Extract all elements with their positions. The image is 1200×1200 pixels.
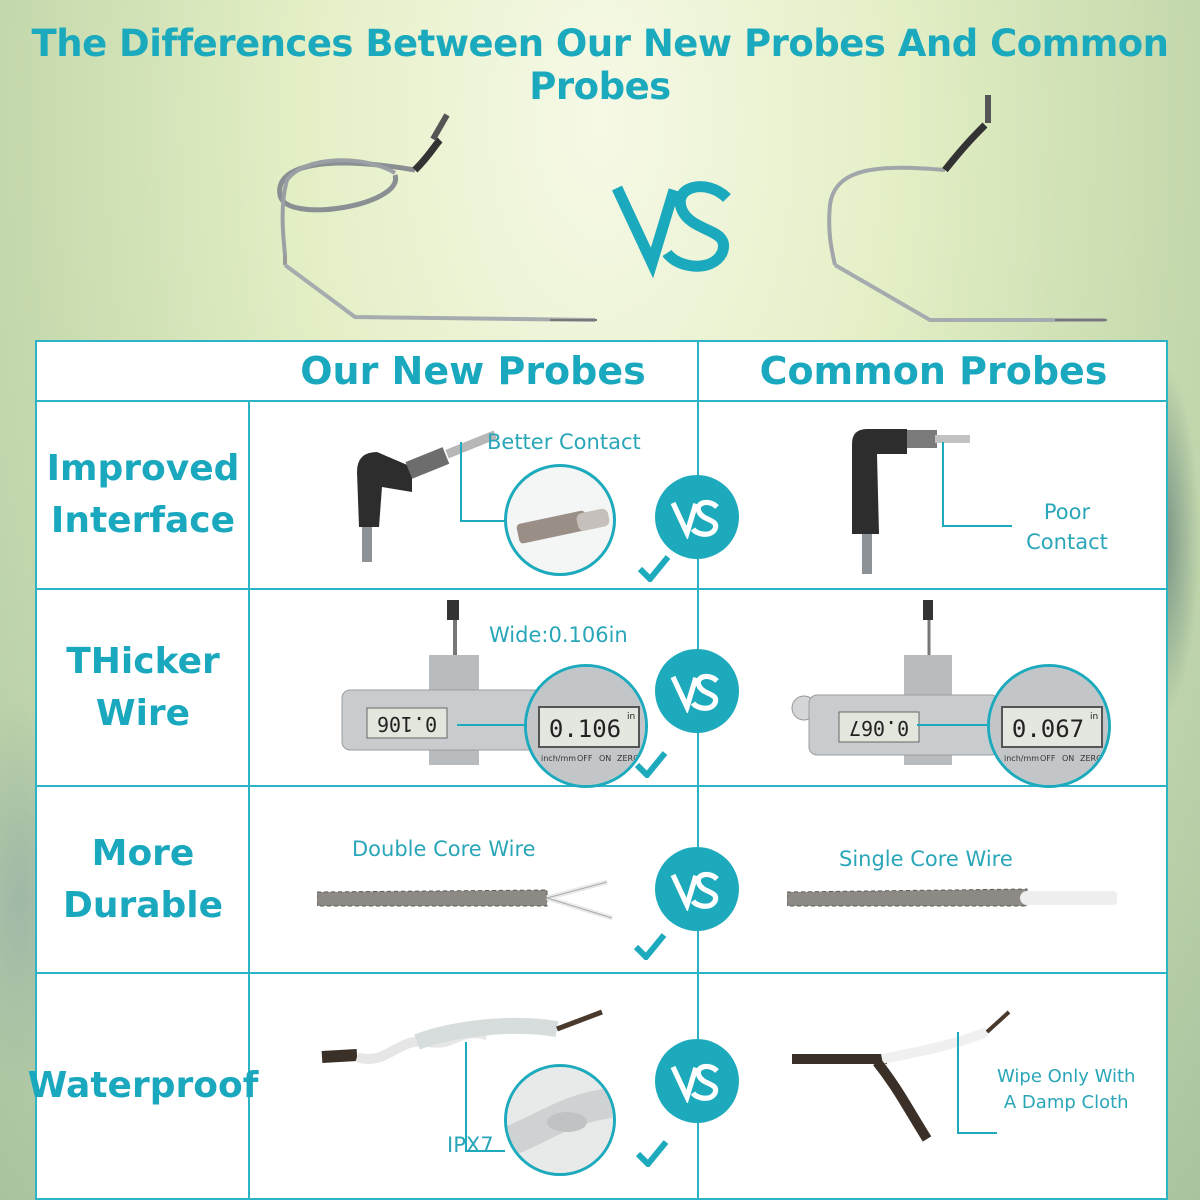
caption-wide: Wide:0.106in [489, 623, 628, 647]
common-reading-unit: in [1090, 712, 1098, 722]
caliper-button-label: OFF [577, 754, 593, 763]
caliper-display: 0.067 in inch/mm OFF ON ZERO [990, 667, 1108, 785]
leader-line [957, 1132, 997, 1134]
new-small-display: 0.106 [377, 712, 437, 736]
caption-poor-contact: Poor Contact [1026, 500, 1108, 554]
vs-icon [612, 181, 731, 278]
jack-tip-image [516, 508, 610, 544]
caption-better-contact: Better Contact [487, 430, 641, 454]
zoom-circle [504, 464, 616, 576]
zoom-circle: 0.106 in inch/mm OFF ON ZERO [524, 664, 648, 788]
caption-ipx7: IPX7 [447, 1133, 494, 1157]
leader-line [460, 520, 505, 522]
divider [37, 588, 1168, 590]
caption-double-core: Double Core Wire [352, 837, 536, 861]
divider [37, 972, 1168, 974]
leader-line [942, 525, 1012, 527]
caliper-button-label: inch/mm [1004, 754, 1039, 763]
sealed-probe-wire-image [321, 1009, 603, 1064]
leader-line [942, 442, 944, 525]
caliper-button-label: inch/mm [541, 754, 576, 763]
check-icon [635, 1140, 669, 1167]
new-reading: 0.106 [549, 715, 621, 743]
caption-wipe-damp-cloth: Wipe Only With A Damp Cloth [997, 1066, 1136, 1113]
new-reading-unit: in [627, 712, 635, 722]
vs-badge-icon [655, 1039, 739, 1123]
common-probe-jack-image [852, 429, 970, 574]
caliper-button-label: ON [1062, 754, 1074, 763]
caliper-display: 0.106 in inch/mm OFF ON ZERO [527, 667, 645, 785]
column-header-new: Our New Probes [300, 349, 646, 393]
single-core-wire-image [787, 888, 1117, 907]
vs-badge-icon [655, 475, 739, 559]
row-label-waterproof: Waterproof [27, 1065, 259, 1106]
divider [697, 342, 699, 1198]
zoom-circle: 0.067 in inch/mm OFF ON ZERO [987, 664, 1111, 788]
check-icon [633, 933, 667, 960]
new-probe-image [277, 113, 597, 322]
leader-line [457, 724, 525, 726]
leader-line [465, 1150, 505, 1152]
common-caliper-image: 0.067 [791, 600, 999, 765]
check-icon [634, 751, 668, 778]
sealed-joint-image [507, 1067, 613, 1173]
caption-single-core: Single Core Wire [839, 847, 1013, 871]
caliper-button-label: ZERO [1080, 754, 1102, 763]
caliper-button-label: ON [599, 754, 611, 763]
vs-badge-icon [655, 649, 739, 733]
leader-line [917, 724, 987, 726]
double-core-wire-image [317, 879, 613, 921]
page-title: The Differences Between Our New Probes A… [31, 22, 1169, 108]
vs-badge-icon [655, 847, 739, 931]
leader-line [957, 1032, 959, 1132]
new-probe-jack-image [357, 430, 497, 562]
leader-line [465, 1042, 467, 1150]
zoom-circle [504, 1064, 616, 1176]
caliper-button-label: ZERO [617, 754, 639, 763]
common-probe-image [827, 95, 1107, 322]
divider [248, 400, 250, 1198]
caliper-button-label: OFF [1040, 754, 1056, 763]
divider [37, 400, 1168, 402]
check-icon [637, 555, 671, 582]
leader-line [460, 442, 462, 520]
common-small-display: 0.067 [849, 716, 909, 740]
divider [37, 785, 1168, 787]
common-probe-wire-image [792, 1010, 1011, 1142]
column-header-common: Common Probes [759, 349, 1108, 393]
common-reading: 0.067 [1012, 715, 1084, 743]
new-caliper-image: 0.106 [341, 600, 543, 765]
